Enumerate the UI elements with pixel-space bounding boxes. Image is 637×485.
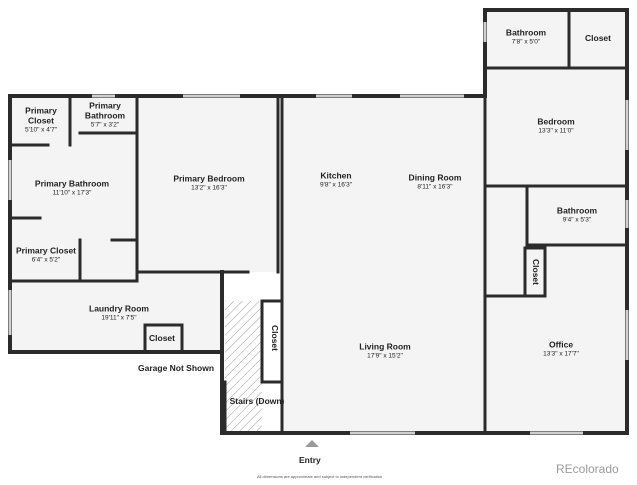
windows: [8, 22, 629, 435]
brand-watermark: REcolorado: [556, 462, 619, 476]
room-name: Primary Closet: [16, 245, 76, 256]
room-name: Bathroom: [556, 205, 598, 216]
room-name: Closet: [149, 333, 175, 344]
room-name: Stairs (Down): [229, 396, 285, 407]
room-name: Closet: [269, 325, 280, 351]
room-name: Office: [548, 339, 574, 350]
room-bathroom-mid: Bathroom 9'4" x 5'3": [556, 205, 598, 224]
room-primary-closet: Primary Closet 6'4" x 5'2": [16, 245, 76, 264]
room-closet-laundry: Closet: [149, 333, 175, 344]
room-primary-bathroom-small: Primary Bathroom 5'7" x 3'2": [84, 100, 126, 129]
room-dims: 13'3" x 11'0": [538, 127, 574, 135]
room-name: Dining Room: [408, 172, 462, 183]
room-dims: 7'8" x 5'0": [511, 38, 541, 46]
room-dims: 17'9" x 15'2": [367, 352, 403, 360]
entry-arrow-icon: [305, 440, 319, 447]
floor-fills: [10, 10, 627, 433]
room-name: Primary Closet: [25, 105, 57, 126]
room-name: Closet: [530, 259, 541, 285]
room-name: Primary Bathroom: [34, 178, 110, 189]
garage-note: Garage Not Shown: [138, 363, 215, 373]
room-dims: 5'7" x 3'2": [90, 121, 120, 129]
room-primary-bedroom: Primary Bedroom 13'2" x 16'3": [173, 173, 245, 192]
room-closet-vertical-right: Closet: [530, 259, 541, 285]
room-bedroom: Bedroom 13'3" x 11'0": [537, 116, 575, 135]
room-name: Bathroom: [505, 27, 547, 38]
room-name: Laundry Room: [89, 303, 149, 314]
room-dims: 13'3" x 17'7": [543, 350, 579, 358]
room-name: Bedroom: [537, 116, 575, 127]
room-name: Closet: [585, 33, 611, 44]
room-dims: 13'2" x 16'3": [191, 184, 227, 192]
room-kitchen: Kitchen 9'8" x 16'3": [319, 170, 353, 189]
stairs-hatch: [225, 301, 262, 432]
room-dims: 6'4" x 5'2": [31, 256, 61, 264]
room-bathroom-top: Bathroom 7'8" x 5'0": [505, 27, 547, 46]
room-dims: 9'8" x 16'3": [319, 181, 353, 189]
room-laundry-room: Laundry Room 19'11" x 7'5": [89, 303, 149, 322]
interior-walls: [8, 8, 629, 435]
room-dims: 5'10" x 4'7": [24, 126, 58, 134]
room-closet-stairs: Closet: [269, 325, 280, 351]
room-living-room: Living Room 17'9" x 15'2": [359, 341, 411, 360]
room-name: Living Room: [359, 341, 411, 352]
room-closet-top: Closet: [585, 33, 611, 44]
room-dims: 11'10" x 17'3": [52, 189, 92, 197]
room-office: Office 13'3" x 17'7": [543, 339, 579, 358]
room-name: Primary Bedroom: [173, 173, 245, 184]
disclaimer-text: All dimensions are approximate and subje…: [257, 474, 383, 479]
room-dims: 19'11" x 7'5": [101, 314, 137, 322]
room-name: Primary Bathroom: [84, 100, 126, 121]
room-dims: 8'11" x 16'3": [417, 183, 453, 191]
room-stairs: Stairs (Down): [229, 396, 285, 407]
room-name: Kitchen: [320, 170, 352, 181]
room-dims: 9'4" x 5'3": [562, 216, 592, 224]
room-primary-bathroom: Primary Bathroom 11'10" x 17'3": [34, 178, 110, 197]
room-dining-room: Dining Room 8'11" x 16'3": [408, 172, 462, 191]
room-primary-closet-top: Primary Closet 5'10" x 4'7": [24, 105, 58, 134]
entry-label: Entry: [299, 455, 321, 465]
